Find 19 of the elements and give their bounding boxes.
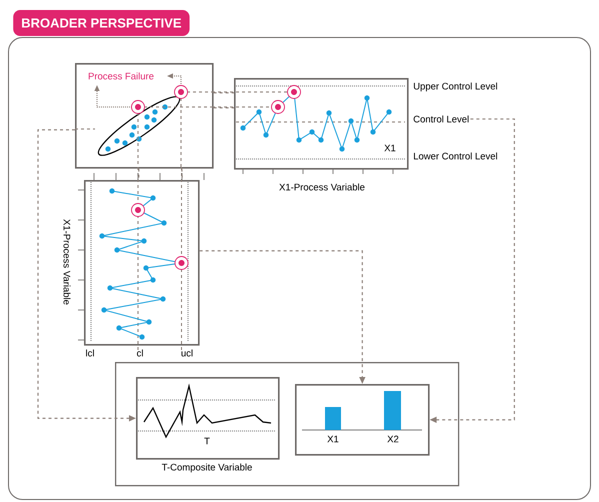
heading-tab: BROADER PERSPECTIVE: [13, 10, 190, 36]
series-label: T: [204, 438, 210, 444]
level-label: Control Level: [414, 116, 469, 122]
guide-line: [138, 168, 140, 180]
axis-tick-label: ucl: [182, 350, 192, 356]
guide-line: [214, 92, 234, 94]
bar-label: X1: [327, 436, 338, 442]
axis-title: X1-Process Variable: [279, 184, 365, 190]
bar-label: X2: [387, 436, 398, 442]
axis-tick-label: cl: [136, 350, 143, 356]
group-box: [115, 362, 460, 486]
guide-line: [214, 107, 234, 108]
axis-tick-label: lcl: [86, 350, 94, 356]
level-label: Upper Control Level: [414, 82, 498, 92]
level-label: Lower Control Level: [414, 152, 498, 160]
chart-caption: T-Composite Variable: [162, 464, 252, 472]
chart-title: Process Failure: [88, 72, 154, 80]
axis-title: X1-Process Variable: [64, 219, 70, 304]
guide-line: [181, 168, 183, 180]
